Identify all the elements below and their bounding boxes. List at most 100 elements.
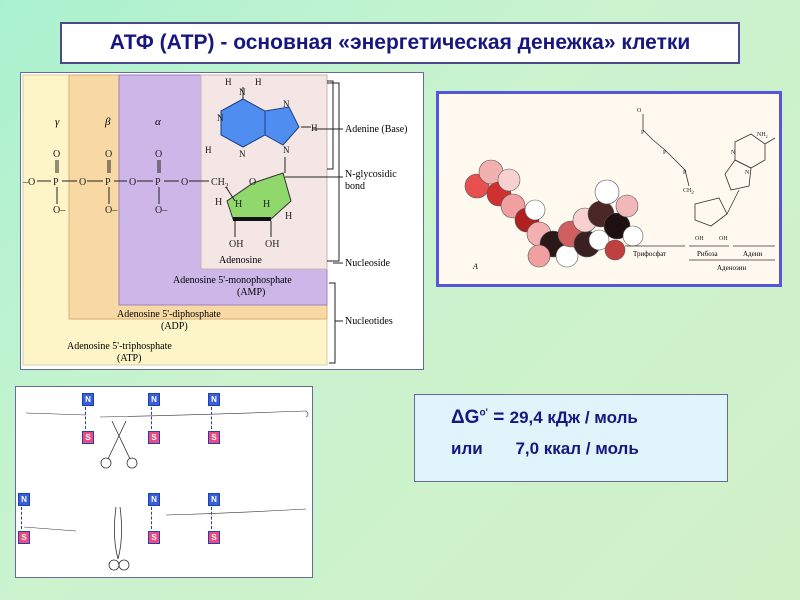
atp-label-line2: (ATP) bbox=[117, 353, 141, 364]
model-oh-1: OH bbox=[695, 236, 704, 242]
magnet-south-pole: S bbox=[148, 431, 160, 444]
nucleoside-label: Nucleoside bbox=[345, 258, 391, 269]
magnet-north-pole: N bbox=[18, 493, 30, 506]
model-atoms bbox=[464, 159, 644, 268]
model-formula-bonds bbox=[642, 114, 776, 227]
energy-alt-line: или 7,0 ккал / моль bbox=[451, 439, 639, 459]
magnet-north-pole: N bbox=[208, 393, 220, 406]
molecular-model-panel: А O P P P CH2 OH OH NH2 N N Трифосфат Ри… bbox=[436, 91, 782, 287]
energy-panel: ΔGo' = 29,4 кДж / моль или 7,0 ккал / мо… bbox=[414, 394, 728, 482]
magnet-bar bbox=[85, 407, 92, 429]
atp-structure-diagram: γ β α –O O P O– O O P O– O O P O– O CH2 … bbox=[22, 74, 407, 366]
adenine-n3: N bbox=[239, 149, 246, 159]
delta-g-superscript: o' bbox=[479, 407, 488, 419]
oxygen-bridge-3: O bbox=[181, 177, 188, 188]
page-title: АТФ (АТР) - основная «энергетическая ден… bbox=[109, 31, 691, 54]
gamma-label: γ bbox=[55, 116, 60, 128]
phosphorus-3: P bbox=[155, 177, 161, 188]
model-oh-2: OH bbox=[719, 236, 728, 242]
hydroxyl-1: OH bbox=[229, 239, 243, 250]
ribose-atoms: O H H H H OH OH bbox=[215, 177, 292, 250]
alpha-label: α bbox=[155, 116, 161, 128]
magnet-threads bbox=[23, 410, 309, 532]
nucleotides-label: Nucleotides bbox=[345, 316, 393, 327]
magnet-north-pole: N bbox=[148, 393, 160, 406]
adenine-label-ru: Адени bbox=[743, 250, 762, 258]
atp-structure-panel: γ β α –O O P O– O O P O– O O P O– O CH2 … bbox=[20, 72, 424, 370]
adenosine-label: Adenosine bbox=[219, 255, 262, 266]
adenosine-label-ru: Аденозин bbox=[717, 264, 746, 272]
ribose-h-1: H bbox=[215, 197, 222, 208]
model-formula-atoms: O P P P CH2 OH OH NH2 N N bbox=[637, 108, 768, 242]
glycosidic-label-line2: bond bbox=[345, 181, 365, 192]
oxygen-top-2: O bbox=[105, 149, 112, 160]
title-box: АТФ (АТР) - основная «энергетическая ден… bbox=[60, 22, 740, 64]
amp-label-line2: (AMP) bbox=[237, 287, 265, 298]
adenine-n7: N bbox=[283, 99, 290, 109]
magnet-south-pole: S bbox=[148, 531, 160, 544]
magnet-south-pole: S bbox=[208, 431, 220, 444]
phosphorus-2: P bbox=[105, 177, 111, 188]
adenine-n1: N bbox=[217, 113, 224, 123]
ribose-h-4: H bbox=[285, 211, 292, 222]
energy-value-kj: 29,4 кДж / моль bbox=[509, 408, 638, 427]
adp-label-line2: (ADP) bbox=[161, 321, 188, 332]
magnet-bar bbox=[151, 507, 158, 529]
oxygen-bridge-1: O bbox=[79, 177, 86, 188]
oxygen-bridge-2: O bbox=[129, 177, 136, 188]
delta-g-symbol: ΔG bbox=[451, 407, 480, 428]
energy-value-kcal: 7,0 ккал / моль bbox=[515, 439, 639, 458]
magnet-bar bbox=[151, 407, 158, 429]
delta-g-expression: ΔGo' = 29,4 кДж / моль bbox=[451, 407, 638, 429]
amino-h-1: H bbox=[225, 77, 232, 87]
model-p-2: P bbox=[663, 150, 667, 156]
scissors-icon bbox=[100, 420, 138, 469]
oxygen-top-3: O bbox=[155, 149, 162, 160]
phosphate-bonds bbox=[37, 160, 209, 204]
magnet-north-pole: N bbox=[208, 493, 220, 506]
triphosphate-label: Трифосфат bbox=[633, 250, 666, 258]
model-n-2: N bbox=[745, 170, 750, 176]
ch2-group: CH2 bbox=[211, 177, 229, 190]
magnet-bar bbox=[21, 507, 28, 529]
glycosidic-label-line1: N-glycosidic bbox=[345, 169, 397, 180]
scissors-closed-icon bbox=[108, 506, 130, 571]
ribose-h-2: H bbox=[235, 199, 242, 210]
magnet-north-pole: N bbox=[82, 393, 94, 406]
o-minus-2: O– bbox=[105, 205, 118, 216]
o-minus-terminal: –O bbox=[22, 177, 35, 188]
magnet-south-pole: S bbox=[208, 531, 220, 544]
phosphorus-1: P bbox=[53, 177, 59, 188]
magnet-south-pole: S bbox=[18, 531, 30, 544]
adenosine-zone bbox=[200, 74, 328, 270]
or-word: или bbox=[451, 439, 483, 458]
beta-label: β bbox=[104, 116, 111, 128]
model-p-3: P bbox=[683, 170, 687, 176]
ribose-oxygen: O bbox=[249, 177, 256, 188]
model-n-1: N bbox=[731, 150, 736, 156]
adenine-five-ring bbox=[264, 106, 300, 146]
phosphate-chain: –O O P O– O O P O– O O P O– O CH2 bbox=[22, 149, 229, 216]
ribose-h-3: H bbox=[263, 199, 270, 210]
model-ch2: CH2 bbox=[683, 188, 694, 196]
equals-sign: = bbox=[493, 407, 505, 428]
atp-label-line1: Adenosine 5'-triphosphate bbox=[67, 341, 172, 352]
model-nh2: NH2 bbox=[757, 132, 768, 139]
adenine-base-label: Adenine (Base) bbox=[345, 124, 407, 135]
adenine-h-8: H bbox=[311, 123, 318, 133]
model-panel-letter: А bbox=[472, 262, 478, 271]
magnet-analogy-drawing bbox=[23, 410, 309, 571]
magnet-bar bbox=[211, 407, 218, 429]
o-minus-1: O– bbox=[53, 205, 66, 216]
amino-h-2: H bbox=[255, 77, 262, 87]
hydroxyl-2: OH bbox=[265, 239, 279, 250]
adenine-n9: N bbox=[283, 145, 290, 155]
adp-label-line1: Adenosine 5'-diphosphate bbox=[117, 309, 221, 320]
bracket-lines bbox=[285, 80, 343, 364]
